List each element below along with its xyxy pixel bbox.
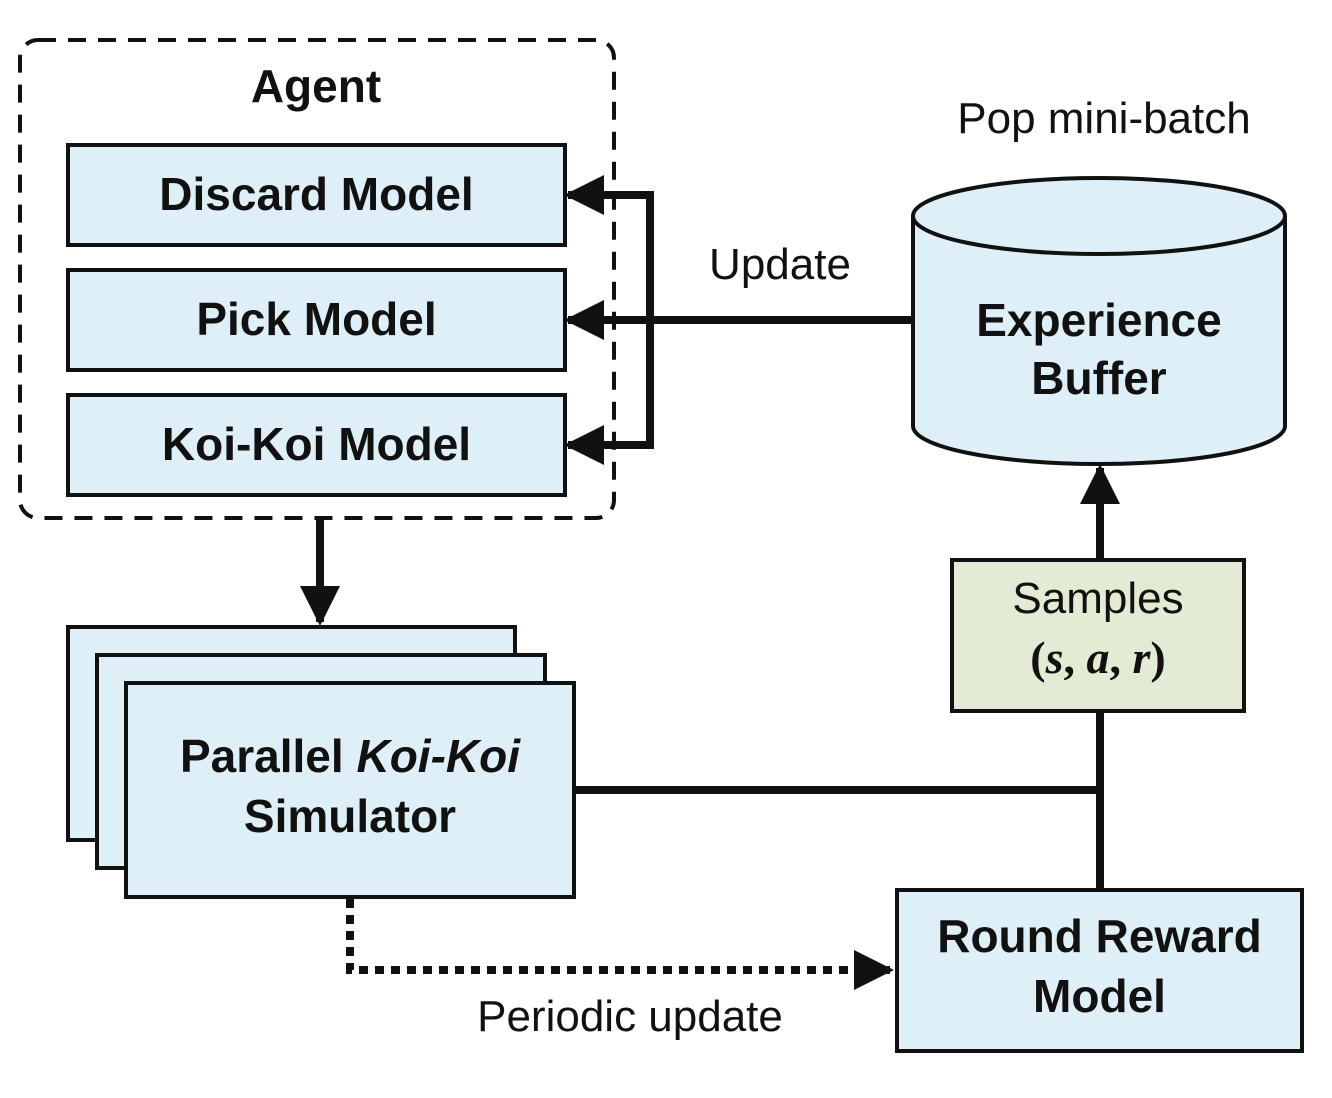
samples-comma-1: , — [1063, 632, 1087, 683]
simulator-box-front — [124, 681, 576, 899]
round-reward-label-line1: Round Reward — [937, 910, 1262, 962]
experience-buffer-top — [911, 176, 1287, 256]
experience-buffer-label-line1: Experience — [976, 294, 1222, 346]
koikoi-model-label: Koi-Koi Model — [161, 418, 472, 470]
samples-var-r: r — [1132, 632, 1151, 683]
koikoi-model-box — [66, 393, 567, 497]
samples-label: Samples — [1012, 574, 1184, 623]
simulator-label-italic: Koi-Koi — [356, 730, 520, 782]
pick-model-box — [66, 268, 567, 372]
agent-title: Agent — [250, 60, 382, 112]
pick-model-label: Pick Model — [196, 293, 437, 345]
samples-box — [950, 558, 1246, 713]
discard-model-label: Discard Model — [159, 168, 474, 220]
experience-buffer-label-line2: Buffer — [1031, 352, 1167, 404]
experience-buffer-cylinder — [911, 216, 1287, 466]
periodic-update-label: Periodic update — [477, 992, 783, 1041]
samples-tuple: (s, a, r) — [952, 632, 1244, 685]
update-edge-label: Update — [709, 240, 851, 289]
round-reward-model-box — [895, 888, 1304, 1053]
samples-open-paren: ( — [1030, 632, 1046, 683]
samples-close-paren: ) — [1150, 632, 1166, 683]
simulator-label-prefix: Parallel — [180, 730, 344, 782]
samples-var-s: s — [1045, 632, 1064, 683]
round-reward-label-line2: Model — [1033, 970, 1166, 1022]
samples-comma-2: , — [1109, 632, 1133, 683]
pop-mini-batch-label: Pop mini-batch — [957, 94, 1251, 143]
samples-var-a: a — [1086, 632, 1110, 683]
simulator-label-line1: Parallel Koi-Koi — [126, 730, 574, 783]
simulator-label-line2: Simulator — [243, 790, 457, 842]
agent-container — [18, 38, 616, 520]
periodic-update-edge — [346, 899, 894, 990]
